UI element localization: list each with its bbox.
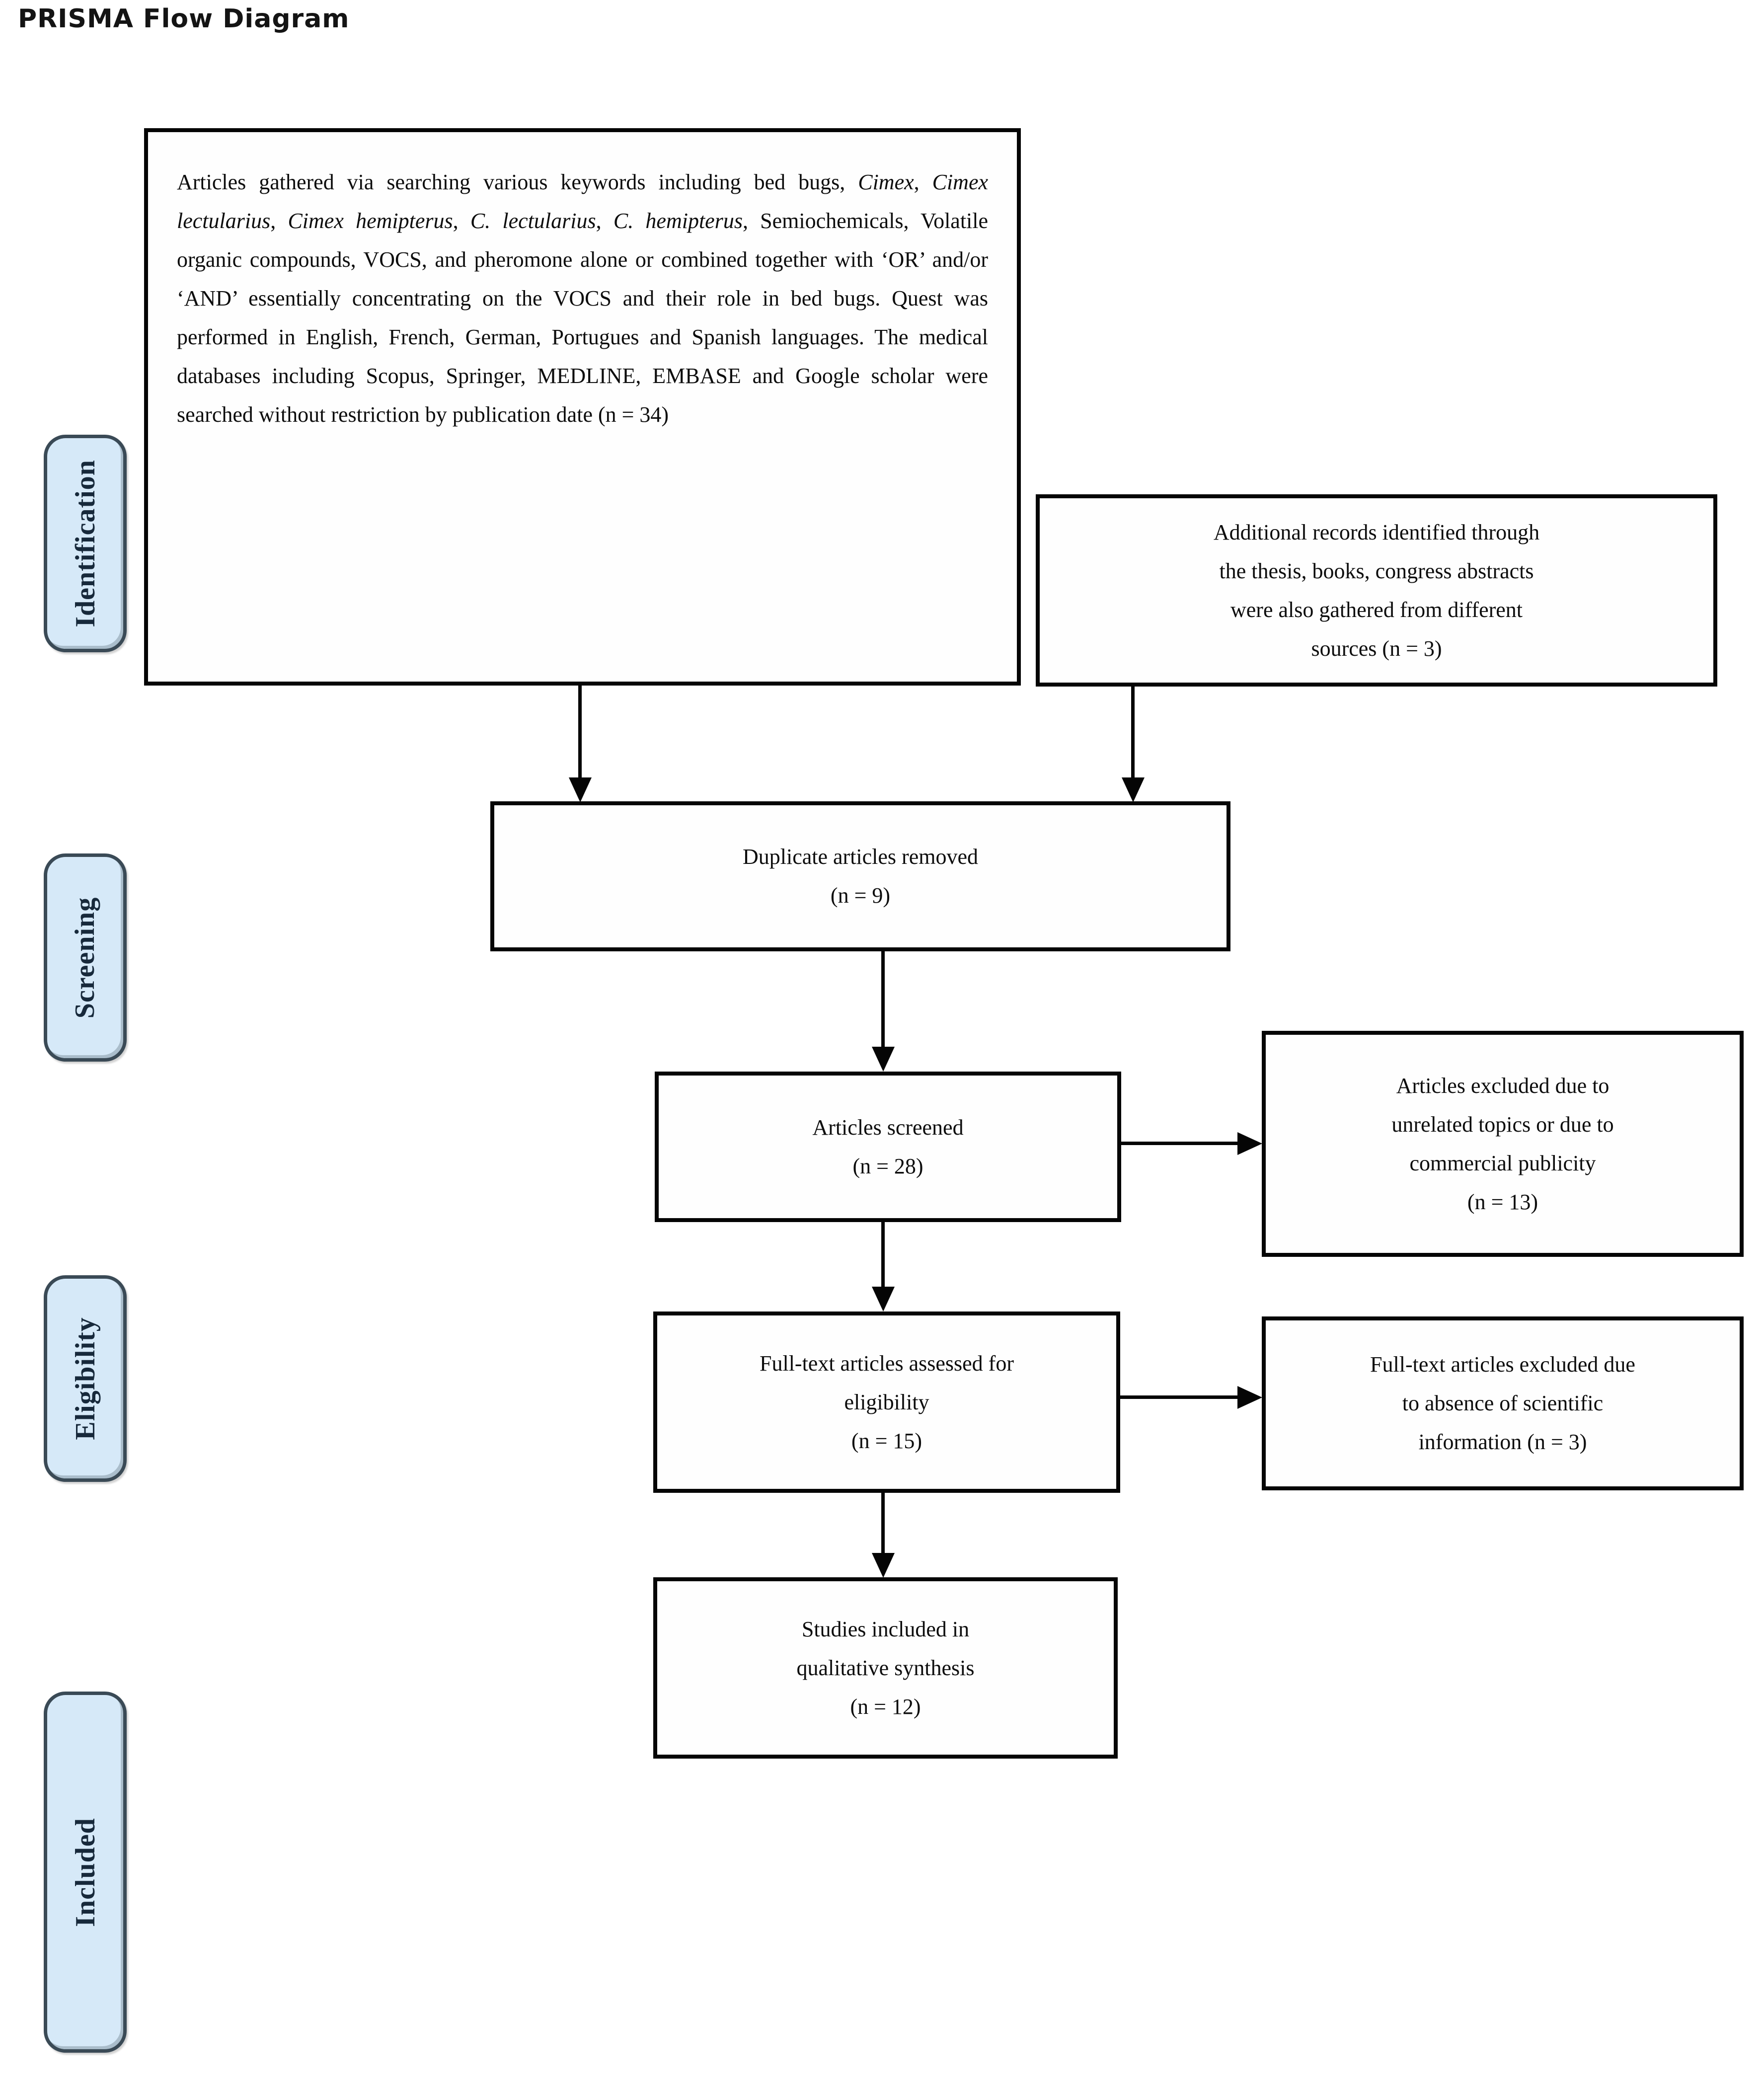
stage-label-included: Included bbox=[70, 1817, 101, 1927]
box-fulltext-assessed: Full-text articles assessed for eligibil… bbox=[653, 1312, 1120, 1493]
box-duplicates-removed-text: Duplicate articles removed (n = 9) bbox=[742, 845, 978, 908]
connector-identification-to-duplicates-line bbox=[578, 686, 582, 780]
stage-pill-eligibility: Eligibility bbox=[44, 1275, 127, 1482]
box-duplicates-removed: Duplicate articles removed (n = 9) bbox=[490, 801, 1230, 951]
connector-additional-to-duplicates-arrowhead bbox=[1122, 777, 1145, 802]
connector-additional-to-duplicates-line bbox=[1131, 687, 1135, 780]
box-articles-screened: Articles screened (n = 28) bbox=[655, 1072, 1121, 1222]
connector-duplicates-to-screened-arrowhead bbox=[872, 1047, 895, 1072]
connector-duplicates-to-screened-line bbox=[881, 951, 885, 1048]
connector-screened-to-excluded-arrowhead bbox=[1237, 1132, 1262, 1155]
stage-pill-screening: Screening bbox=[44, 853, 127, 1062]
box-articles-excluded-screening: Articles excluded due to unrelated topic… bbox=[1262, 1031, 1744, 1257]
box-fulltext-excluded: Full-text articles excluded due to absen… bbox=[1262, 1316, 1744, 1490]
box-additional-records-text: Additional records identified through th… bbox=[1213, 520, 1540, 661]
box-studies-included-text: Studies included in qualitative synthesi… bbox=[796, 1617, 975, 1719]
stage-pill-identification: Identification bbox=[44, 435, 127, 652]
stage-label-screening: Screening bbox=[70, 897, 101, 1018]
box-identification-records: Articles gathered via searching various … bbox=[144, 128, 1021, 686]
box-identification-records-text: Articles gathered via searching various … bbox=[177, 170, 989, 427]
connector-screened-to-excluded-line bbox=[1121, 1142, 1240, 1145]
box-articles-screened-text: Articles screened (n = 28) bbox=[812, 1115, 964, 1178]
connector-assessed-to-excluded-arrowhead bbox=[1237, 1386, 1262, 1409]
connector-assessed-to-included-line bbox=[881, 1493, 885, 1556]
stage-label-eligibility: Eligibility bbox=[70, 1317, 101, 1440]
box-articles-excluded-screening-text: Articles excluded due to unrelated topic… bbox=[1391, 1073, 1614, 1214]
box-fulltext-excluded-text: Full-text articles excluded due to absen… bbox=[1370, 1352, 1635, 1454]
connector-assessed-to-excluded-line bbox=[1120, 1395, 1240, 1399]
connector-screened-to-assessed-arrowhead bbox=[872, 1287, 895, 1312]
connector-screened-to-assessed-line bbox=[881, 1222, 885, 1289]
page-title: PRISMA Flow Diagram bbox=[18, 4, 350, 34]
connector-identification-to-duplicates-arrowhead bbox=[569, 777, 592, 802]
box-additional-records: Additional records identified through th… bbox=[1036, 494, 1717, 687]
box-fulltext-assessed-text: Full-text articles assessed for eligibil… bbox=[760, 1351, 1014, 1453]
stage-label-identification: Identification bbox=[70, 460, 101, 627]
box-studies-included: Studies included in qualitative synthesi… bbox=[653, 1577, 1118, 1759]
stage-pill-included: Included bbox=[44, 1692, 127, 2053]
connector-assessed-to-included-arrowhead bbox=[872, 1553, 895, 1578]
